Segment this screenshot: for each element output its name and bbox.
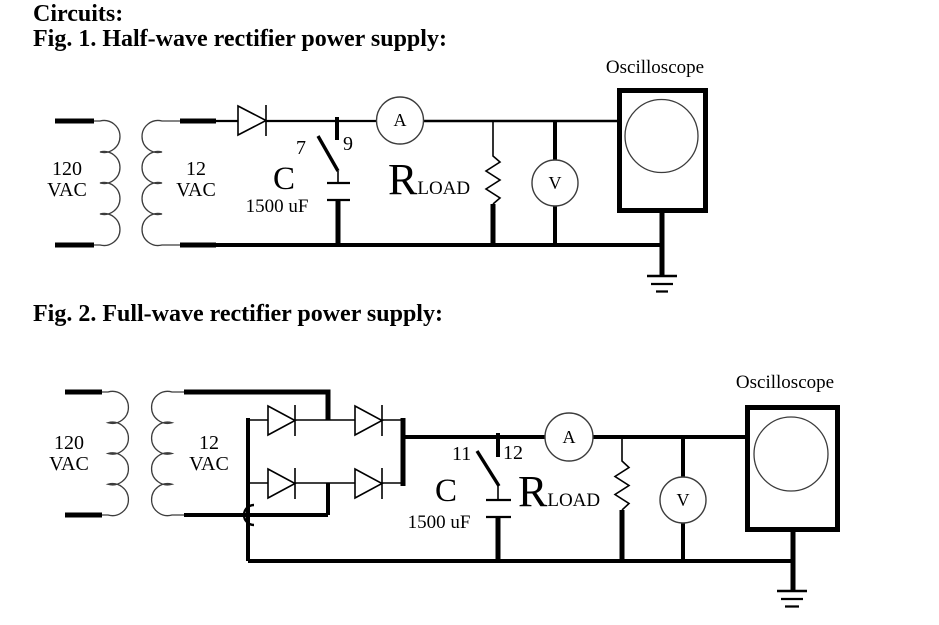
fig2-capacitor-symbol [486,486,511,561]
fig2-switch-symbol [475,433,501,487]
fig2-ammeter-symbol [544,412,594,462]
section-heading: Circuits: [33,1,124,27]
fig1-load-r: R [388,155,418,204]
fig2-voltmeter-symbol [659,437,707,561]
fig2-ammeter-label: A [562,427,576,447]
fig2-bottom-feed-wire [184,483,330,517]
fig2-diode1-symbol [267,404,297,437]
fig2-secondary-voltage-label: 12 VAC [189,432,229,475]
fig1-ground-symbol [647,211,677,293]
fig1-switch-pin-9-label: 9 [343,133,353,155]
fig1-load-resistor-label: RLOAD [388,158,470,212]
fig2-switch-pin-11-label: 11 [452,443,472,465]
fig2-diode4-symbol [354,467,384,500]
fig2-bridge-rectifier-symbol [246,404,406,561]
fig1-oscilloscope-symbol [617,88,708,213]
fig2-oscilloscope-symbol [745,405,840,532]
fig2-voltmeter-label: V [676,490,690,510]
fig1-diode-symbol [237,104,268,137]
fig2-circuit [65,389,840,608]
fig2-diode3-symbol [267,467,297,500]
fig2-load-sub: LOAD [547,490,601,511]
fig1-title: Fig. 1. Half-wave rectifier power supply… [33,26,447,52]
fig1-circuit [55,88,708,293]
fig2-primary-voltage-label: 120 VAC [49,432,89,475]
fig2-capacitor-value: 1500 uF [407,512,471,533]
fig2-top-feed-wire [184,389,331,420]
fig1-capacitor-symbol [327,171,350,245]
fig1-oscilloscope-label: Oscilloscope [605,57,705,78]
fig1-ammeter-symbol [375,96,425,145]
fig1-primary-voltage-label: 120 VAC [47,158,87,201]
fig1-secondary-voltage-label: 12 VAC [176,158,216,201]
fig2-ground-symbol [777,530,807,608]
fig2-load-resistor-label: RLOAD [518,470,600,524]
fig2-load-resistor-symbol [613,437,631,561]
fig1-switch-symbol [316,117,340,172]
fig2-load-r: R [518,467,548,516]
fig2-diode2-symbol [354,404,384,437]
fig1-ammeter-label: A [393,110,407,130]
fig1-switch-pin-7-label: 7 [296,137,306,159]
fig1-capacitor-value: 1500 uF [245,196,309,217]
fig2-wire-hop [242,503,255,527]
fig2-title: Fig. 2. Full-wave rectifier power supply… [33,301,443,327]
fig1-capacitor-label: C [272,161,295,197]
fig2-switch-pin-12-label: 12 [503,442,523,464]
fig1-voltmeter-label: V [548,173,562,193]
fig1-load-resistor-symbol [484,121,502,245]
fig2-oscilloscope-label: Oscilloscope [735,372,835,393]
fig2-transformer-symbol [65,389,186,518]
fig1-load-sub: LOAD [417,178,471,199]
fig2-capacitor-label: C [434,473,457,509]
fig1-voltmeter-symbol [531,121,579,245]
